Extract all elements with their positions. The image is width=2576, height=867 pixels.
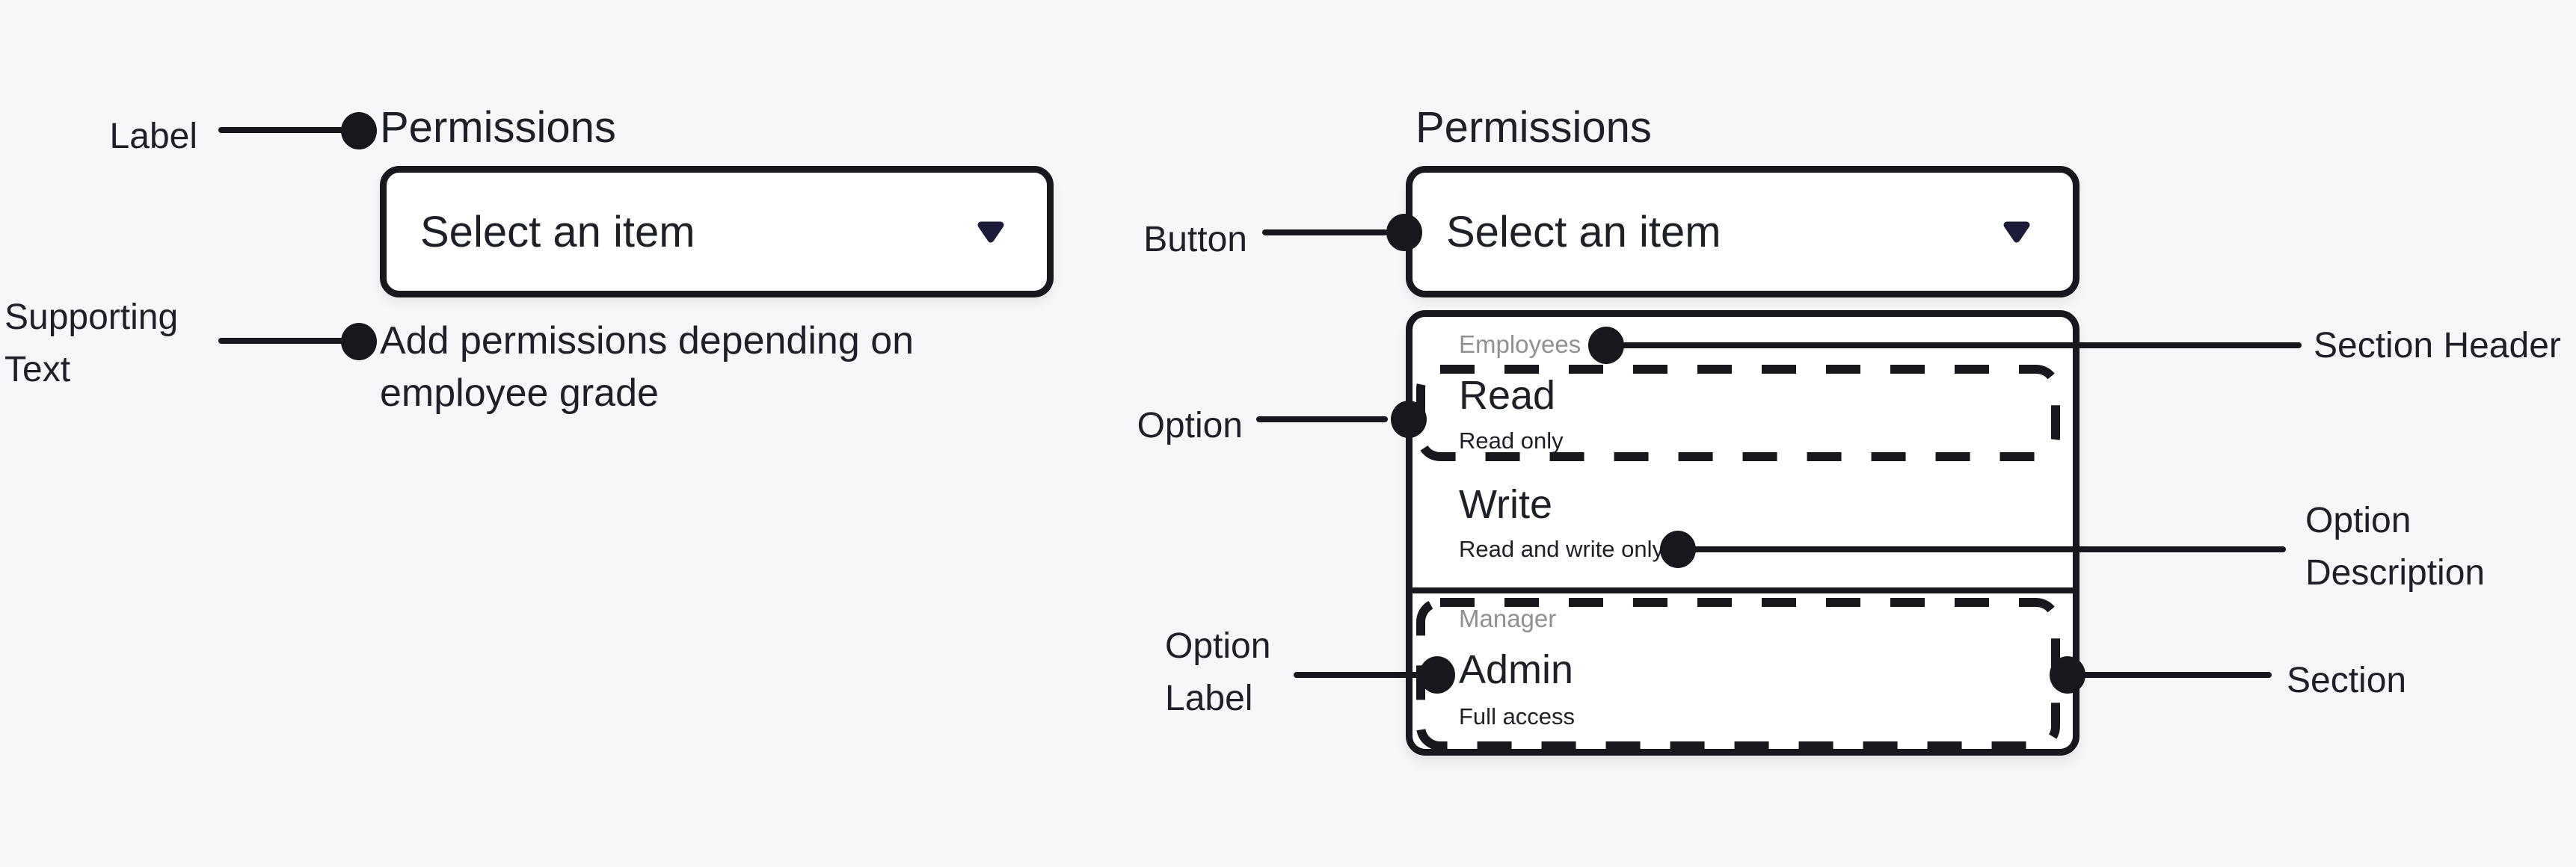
annotation-option-description: Option Description: [2305, 495, 2485, 599]
option-label: Admin: [1459, 647, 1574, 692]
option-label: Write: [1459, 482, 1553, 527]
annotation-line: [218, 127, 350, 133]
annotation-dot: [2050, 656, 2085, 694]
annotation-line: [1256, 416, 1388, 422]
annotation-line: [1606, 342, 2302, 348]
annotation-supporting-line1: Supporting: [4, 297, 179, 337]
menu-section-divider: [1413, 587, 2073, 593]
menu-section-manager: Manager Admin Full access: [1416, 598, 2060, 750]
field-label: Permissions: [380, 103, 616, 152]
annotation-dot: [1588, 327, 1624, 364]
annotation-dot: [1419, 656, 1455, 694]
menu-section-header: Manager: [1459, 605, 1557, 632]
annotation-section: Section: [2287, 661, 2407, 700]
menu-section-header: Employees: [1459, 330, 1581, 358]
annotation-line: [1678, 546, 2286, 552]
supporting-text-line2: employee grade: [380, 371, 659, 415]
supporting-text-line1: Add permissions depending on: [380, 319, 914, 362]
annotation-dot: [1391, 401, 1427, 438]
menu-option-write[interactable]: Write Read and write only: [1416, 475, 2060, 572]
chevron-down-icon: [977, 221, 1004, 243]
annotation-option-label-line2: Label: [1165, 679, 1253, 718]
annotation-dot: [341, 112, 377, 149]
annotation-option: Option: [1137, 406, 1243, 445]
annotation-button: Button: [1143, 220, 1247, 259]
annotation-option-description-line2: Description: [2305, 553, 2486, 593]
annotation-line: [1262, 229, 1388, 235]
annotation-supporting-text: Supporting Text: [4, 291, 178, 396]
select-menu: Employees Read Read only Write Read and …: [1406, 310, 2079, 756]
annotation-dot: [1660, 531, 1696, 568]
chevron-down-icon: [2003, 221, 2030, 243]
menu-option-read[interactable]: Read Read only: [1416, 365, 2060, 461]
menu-option-admin[interactable]: Admin Full access: [1416, 628, 2060, 747]
annotation-dot: [1386, 214, 1422, 251]
select-button[interactable]: Select an item: [380, 166, 1054, 297]
annotation-option-label-line1: Option: [1165, 626, 1271, 666]
annotation-label: Label: [109, 117, 197, 156]
annotation-section-header: Section Header: [2314, 326, 2561, 365]
option-description: Read and write only: [1459, 536, 1664, 562]
option-label: Read: [1459, 373, 1556, 418]
annotation-option-description-line1: Option: [2305, 501, 2411, 540]
annotation-dot: [341, 323, 377, 360]
annotation-line: [2068, 672, 2272, 678]
field-label: Permissions: [1415, 103, 1652, 152]
select-button-value: Select an item: [420, 207, 695, 256]
supporting-text: Add permissions depending on employee gr…: [380, 315, 914, 419]
annotation-line: [1294, 672, 1422, 678]
annotation-option-label: Option Label: [1165, 620, 1270, 725]
annotation-line: [218, 338, 350, 344]
select-button[interactable]: Select an item: [1406, 166, 2079, 297]
option-description: Read only: [1459, 428, 1564, 454]
annotation-supporting-line2: Text: [4, 350, 71, 389]
option-description: Full access: [1459, 703, 1576, 729]
select-button-value: Select an item: [1446, 207, 1721, 256]
